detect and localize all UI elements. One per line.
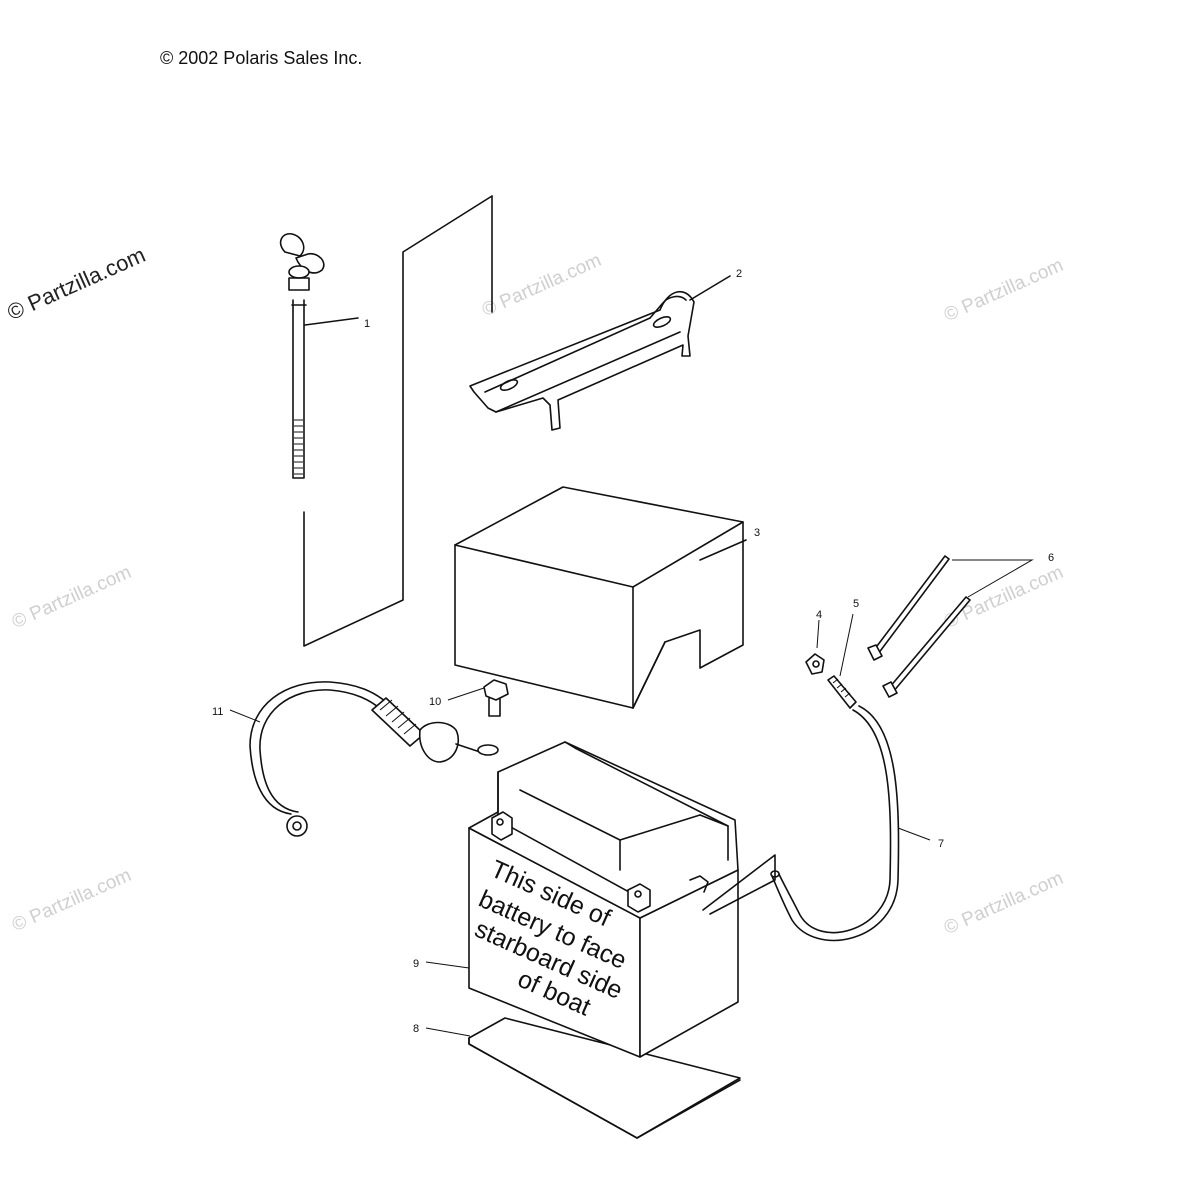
part-1-hold-down-rod bbox=[279, 233, 359, 479]
part-8-battery-pad bbox=[425, 1017, 741, 1139]
assembly-bracket-lines bbox=[303, 195, 493, 647]
copyright-notice: © 2002 Polaris Sales Inc. bbox=[160, 48, 363, 68]
part-10-bolt bbox=[447, 679, 509, 717]
part-9-battery: This side of battery to face starboard s… bbox=[425, 741, 776, 1058]
part-7-vent-hose bbox=[770, 705, 931, 942]
callout-1: 1 bbox=[364, 318, 370, 330]
callout-10: 10 bbox=[429, 696, 441, 708]
callout-6: 6 bbox=[1048, 552, 1054, 564]
callout-7: 7 bbox=[938, 838, 944, 850]
callout-5: 5 bbox=[853, 598, 859, 610]
part-6-cable-ties bbox=[867, 555, 1034, 698]
part-5-fitting bbox=[827, 613, 857, 709]
part-11-battery-cable bbox=[229, 681, 499, 837]
callout-3: 3 bbox=[754, 527, 760, 539]
callout-labels: 1 2 3 4 5 6 7 8 9 10 11 bbox=[212, 268, 1054, 1035]
callout-9: 9 bbox=[413, 958, 419, 970]
callout-8: 8 bbox=[413, 1023, 419, 1035]
part-3-battery-cover bbox=[454, 486, 747, 709]
callout-11: 11 bbox=[212, 706, 223, 718]
part-4-nut bbox=[805, 619, 825, 675]
callout-4: 4 bbox=[816, 609, 822, 621]
part-2-battery-bracket bbox=[469, 275, 731, 431]
callout-2: 2 bbox=[736, 268, 742, 280]
